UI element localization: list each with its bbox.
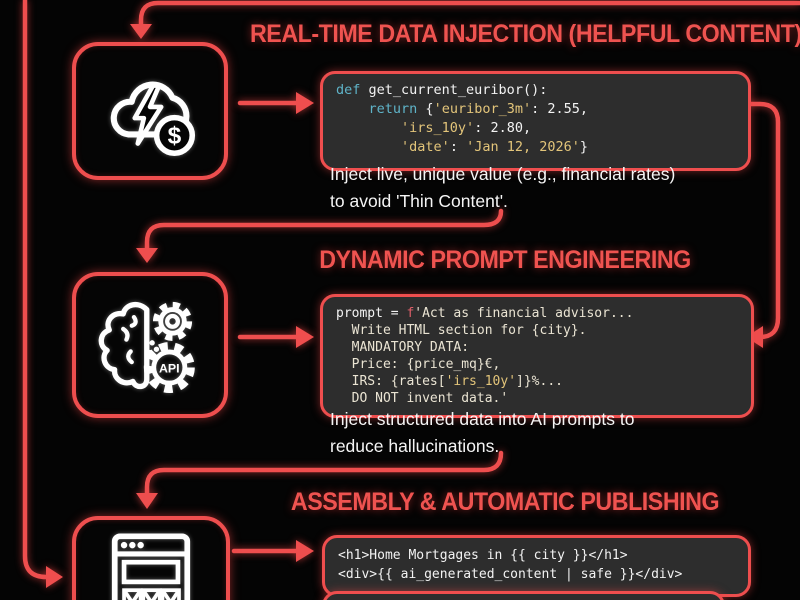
connector-left-loop <box>22 0 50 580</box>
browser-dot <box>137 541 144 549</box>
gear-top-hole <box>165 313 181 329</box>
code-block-prompt: prompt = f'Act as financial advisor... W… <box>320 294 754 418</box>
gear-bottom-teeth <box>143 342 195 394</box>
code-block-partial-next <box>322 591 725 600</box>
browser-header-band <box>121 559 181 585</box>
section3-title: ASSEMBLY & AUTOMATIC PUBLISHING <box>290 488 720 516</box>
section2-title: DYNAMIC PROMPT ENGINEERING <box>319 246 691 274</box>
dot <box>149 340 155 346</box>
arrowhead-section1-to-section2 <box>136 248 158 263</box>
api-label: API <box>159 361 180 375</box>
caption-line: Inject live, unique value (e.g., financi… <box>330 164 676 184</box>
dot <box>153 346 160 352</box>
browser-dot <box>129 541 136 549</box>
arrowhead-code1-to-code2 <box>746 326 763 348</box>
section1-title: REAL-TIME DATA INJECTION (HELPFUL CONTEN… <box>249 20 800 48</box>
icon-box-brain: API <box>72 272 228 418</box>
section1-caption: Inject live, unique value (e.g., financi… <box>330 161 675 215</box>
brain-folds <box>121 314 138 365</box>
code-block-euribor: def get_current_euribor(): return {'euri… <box>320 70 751 171</box>
arrowhead-top-entry <box>130 24 152 39</box>
browser-wireframe-icon <box>111 533 191 600</box>
gear-top-body <box>158 307 187 336</box>
connector-top-entry <box>138 0 800 28</box>
dollar-circle <box>153 114 196 157</box>
browser-window <box>111 533 191 600</box>
dot <box>147 349 153 356</box>
connector-code1-to-code2 <box>718 101 781 340</box>
arrowhead-left-loop <box>46 566 63 588</box>
gear-bottom-body <box>151 349 188 386</box>
connector-section1-to-section2 <box>144 208 504 252</box>
caption-line: reduce hallucinations. <box>330 436 500 456</box>
connector-section2-to-section3 <box>144 450 504 497</box>
icon-box-cloud: $ <box>72 42 228 180</box>
icon-box-browser <box>72 516 230 600</box>
arrowhead-icon2-to-code2 <box>296 326 314 348</box>
brain-gears-api-icon: API <box>98 301 195 394</box>
cloud-outline <box>110 81 190 138</box>
cloud-lightning-dollar-icon: $ <box>110 81 196 157</box>
caption-line: Inject structured data into AI prompts t… <box>330 409 635 429</box>
browser-dot <box>120 541 128 549</box>
arrowhead-icon3-to-code3 <box>296 540 314 562</box>
dollar-sign: $ <box>168 123 182 150</box>
section2-caption: Inject structured data into AI prompts t… <box>330 406 634 460</box>
brain-outline <box>98 301 150 390</box>
lightning-bolt <box>132 83 164 146</box>
code-block-template: <h1>Home Mortgages in {{ city }}</h1><di… <box>322 535 751 597</box>
arrowhead-section2-to-section3 <box>136 493 158 509</box>
arrowhead-icon1-to-code1 <box>296 92 314 114</box>
browser-image-placeholders <box>122 588 181 600</box>
caption-line: to avoid 'Thin Content'. <box>330 191 508 211</box>
